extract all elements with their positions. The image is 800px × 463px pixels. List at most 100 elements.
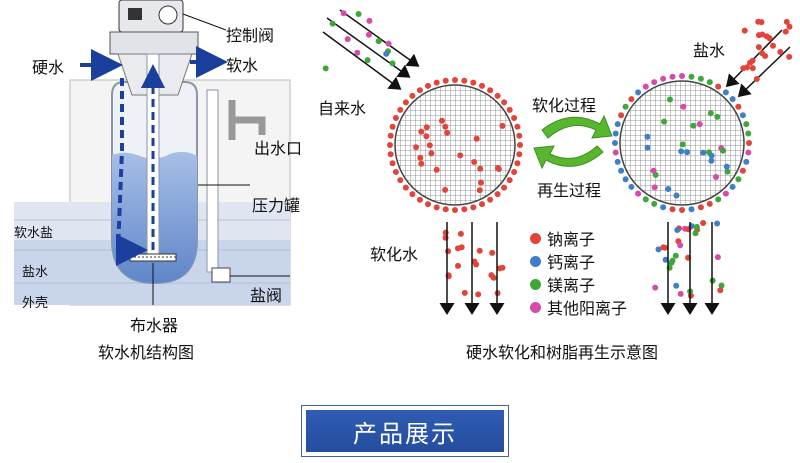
ion-dot [461, 206, 468, 213]
ion-dot [433, 204, 440, 211]
ion-dot [662, 256, 669, 263]
product-showcase-banner: 产品展示 [301, 405, 509, 457]
ion-dot [697, 204, 704, 211]
ion-dot [506, 177, 513, 184]
ion-dot [397, 177, 404, 184]
ion-dot [494, 191, 501, 198]
ion-dot [442, 229, 449, 236]
ion-dot [442, 186, 449, 193]
valve-body [109, 31, 199, 55]
ion-dot [389, 160, 396, 167]
resin-bead-hard [394, 84, 516, 206]
ion-dot [720, 147, 727, 154]
label-brine: 盐水 [22, 265, 49, 280]
ion-dot [471, 159, 478, 165]
legend-label: 其他阳离子 [547, 299, 628, 318]
ion-dot [612, 149, 619, 156]
label-soft-water: 软水 [226, 56, 259, 75]
ion-dot [783, 18, 790, 25]
ion-dot [693, 223, 700, 230]
ion-dot [724, 168, 731, 175]
ion-dot [622, 176, 629, 183]
legend-item-other-cations: 其他阳离子 [530, 295, 627, 319]
ion-dot [669, 73, 676, 80]
ion-dot [397, 106, 404, 113]
ion-dot [461, 289, 468, 296]
ion-dot [674, 227, 681, 233]
ion-dot [749, 65, 756, 72]
ion-dot [786, 53, 793, 60]
ion-dot [442, 77, 449, 84]
ion-dot [650, 167, 657, 174]
ion-dot [442, 206, 449, 213]
ion-dot [673, 192, 680, 199]
ion-dot [635, 190, 642, 197]
ion-dot [499, 264, 506, 271]
ion-dot [722, 190, 729, 197]
ion-dot [490, 274, 497, 281]
legend-item-calcium: 钙离子 [530, 249, 595, 273]
ion-dot [628, 183, 635, 190]
ion-dots [322, 10, 793, 299]
ion-dot [718, 282, 725, 289]
ion-dot [735, 176, 742, 183]
ion-dot [628, 96, 635, 103]
legend-label: 钙离子 [547, 253, 596, 272]
ion-dot [713, 174, 719, 180]
ion-dot [741, 27, 748, 34]
ion-dot [762, 53, 769, 59]
ion-dot [618, 112, 625, 119]
ion-dot [516, 151, 523, 158]
caption-resin-process: 硬水软化和树脂再生示意图 [466, 343, 659, 362]
ion-dot [614, 158, 621, 165]
label-tap-water: 自来水 [318, 99, 367, 118]
ion-dot [707, 110, 714, 117]
ion-dot [473, 135, 480, 142]
legend-label: 镁离子 [547, 276, 596, 295]
ion-dot [660, 75, 667, 82]
ion-dot [714, 113, 721, 120]
ion-dot [714, 220, 721, 227]
ion-dot [679, 141, 686, 148]
ion-dot [753, 76, 760, 82]
ion-dot [777, 49, 784, 55]
ion-dot [375, 38, 382, 45]
ion-dot [655, 246, 662, 253]
ion-dot [457, 230, 464, 237]
ion-dot [706, 79, 713, 86]
ion-dot [700, 149, 707, 156]
ion-dot [612, 130, 619, 137]
ion-dot [389, 60, 396, 67]
ion-dot [614, 121, 621, 128]
ion-dot [708, 157, 715, 164]
outlet-pipe [228, 100, 266, 140]
ion-dot [476, 187, 483, 194]
ion-dot [416, 87, 423, 94]
flow-arrows [80, 46, 228, 266]
ion-dot [688, 206, 695, 213]
ion-dot [418, 160, 425, 167]
cycle-arrows [533, 114, 613, 170]
ion-dot [470, 204, 477, 211]
ion-dot [514, 160, 521, 167]
ion-dot [511, 169, 518, 175]
ion-dot [651, 184, 658, 191]
ion-dot [389, 123, 396, 130]
ion-dot [717, 287, 724, 294]
ion-dot [679, 207, 685, 213]
ion-dot [680, 103, 687, 110]
ion-dot [667, 96, 673, 103]
ion-dot [669, 257, 676, 264]
ion-dot [679, 73, 685, 79]
ion-dot [387, 132, 394, 139]
ion-dot [501, 184, 508, 191]
ion-dot [516, 132, 523, 139]
ion-dot [385, 40, 392, 47]
ion-dot [677, 242, 684, 249]
ion-dot [688, 73, 695, 80]
ion-dot [425, 201, 431, 208]
ion-dot [745, 149, 752, 156]
label-hard-water: 硬水 [32, 58, 65, 77]
ion-dot [418, 128, 425, 135]
ion-dot [660, 204, 667, 211]
